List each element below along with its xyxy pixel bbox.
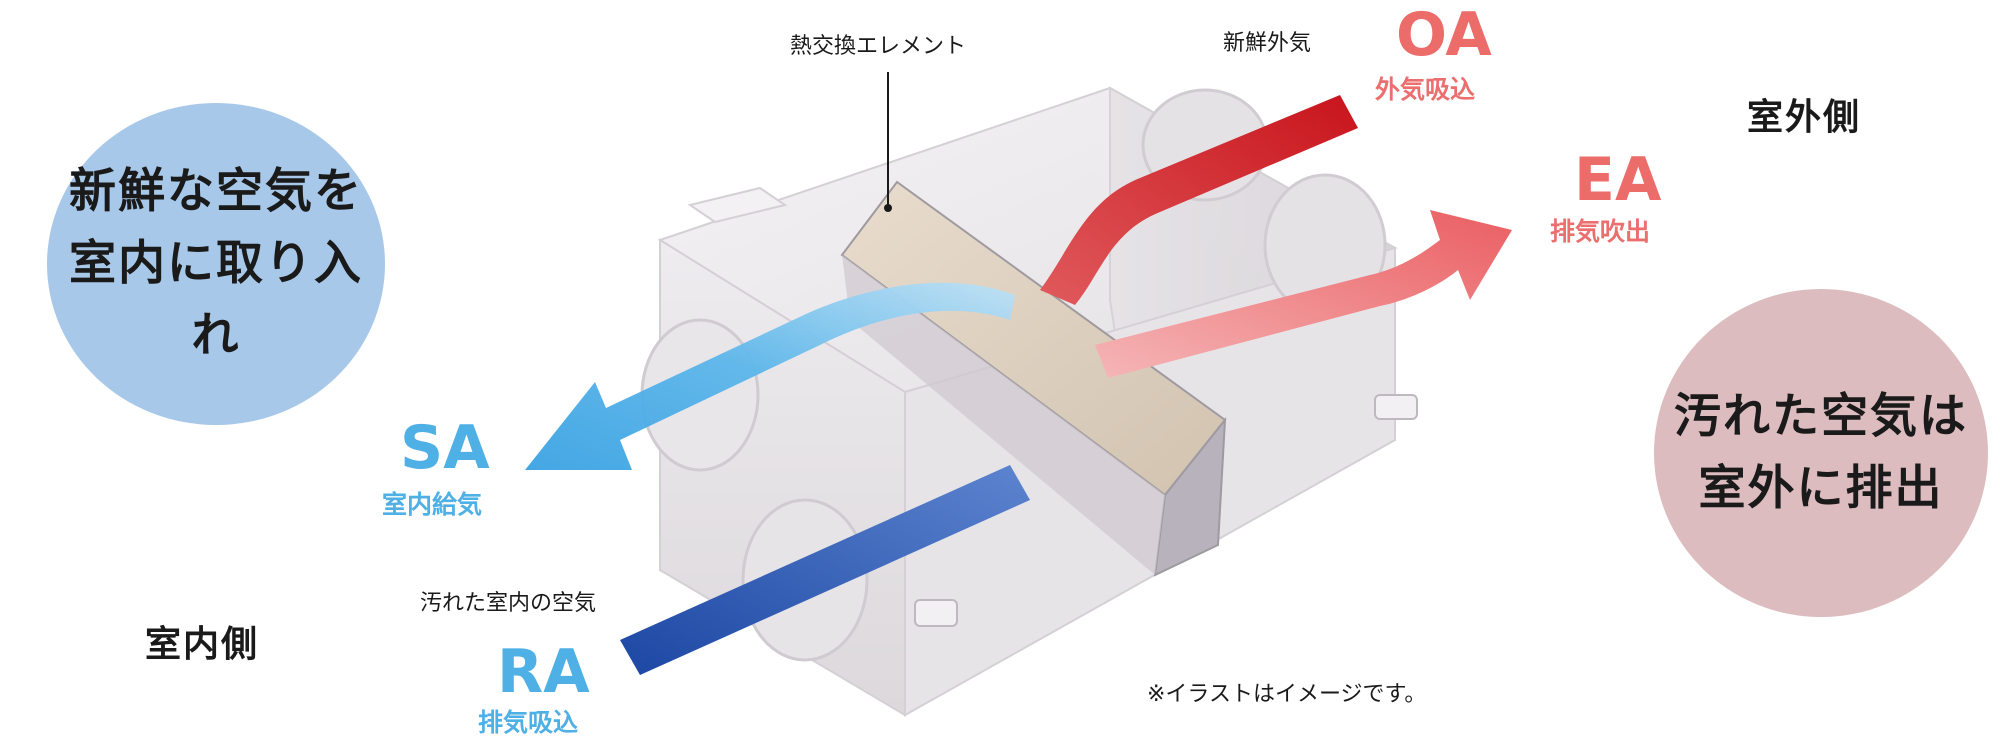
- indoor-message-line2: 室内に取り入れ: [69, 236, 363, 363]
- oa-code: OA: [1396, 0, 1492, 70]
- flow-oa-band: [1040, 95, 1358, 305]
- element-leader-dot: [884, 204, 892, 212]
- outdoor-message-line2: 室外に排出: [1698, 461, 1944, 516]
- sa-sub: 室内給気: [382, 490, 483, 519]
- ea-code: EA: [1574, 145, 1662, 215]
- flow-ea-arrow: [1095, 210, 1512, 378]
- ra-caption: 汚れた室内の空気: [420, 591, 597, 616]
- outdoor-side-label: 室外側: [1747, 97, 1862, 138]
- indoor-message-circle: 新鮮な空気を 室内に取り入れ: [47, 103, 385, 425]
- element-side: [1153, 416, 1227, 577]
- outdoor-message-line1: 汚れた空気は: [1674, 389, 1968, 444]
- bracket-right: [1374, 394, 1418, 420]
- ra-code: RA: [497, 637, 590, 707]
- illustration-footnote: ※イラストはイメージです。: [1147, 682, 1427, 707]
- bracket-bottom: [914, 599, 958, 627]
- indoor-message-line1: 新鮮な空気を: [69, 164, 363, 219]
- unit-top-block: [687, 186, 788, 224]
- element-front: [842, 255, 1165, 575]
- flow-sa-arrow: [525, 282, 1015, 470]
- ea-sub: 排気吹出: [1550, 217, 1651, 246]
- indoor-side-label: 室内側: [145, 624, 260, 665]
- flow-ra-band: [620, 465, 1030, 675]
- element-label: 熱交換エレメント: [790, 34, 967, 59]
- oa-sub: 外気吸込: [1375, 75, 1476, 104]
- outdoor-message-circle: 汚れた空気は 室外に排出: [1654, 289, 1988, 617]
- oa-caption: 新鮮外気: [1223, 31, 1312, 56]
- sa-code: SA: [400, 413, 490, 483]
- ra-sub: 排気吸込: [478, 708, 579, 737]
- heat-exchange-element: [840, 180, 1227, 577]
